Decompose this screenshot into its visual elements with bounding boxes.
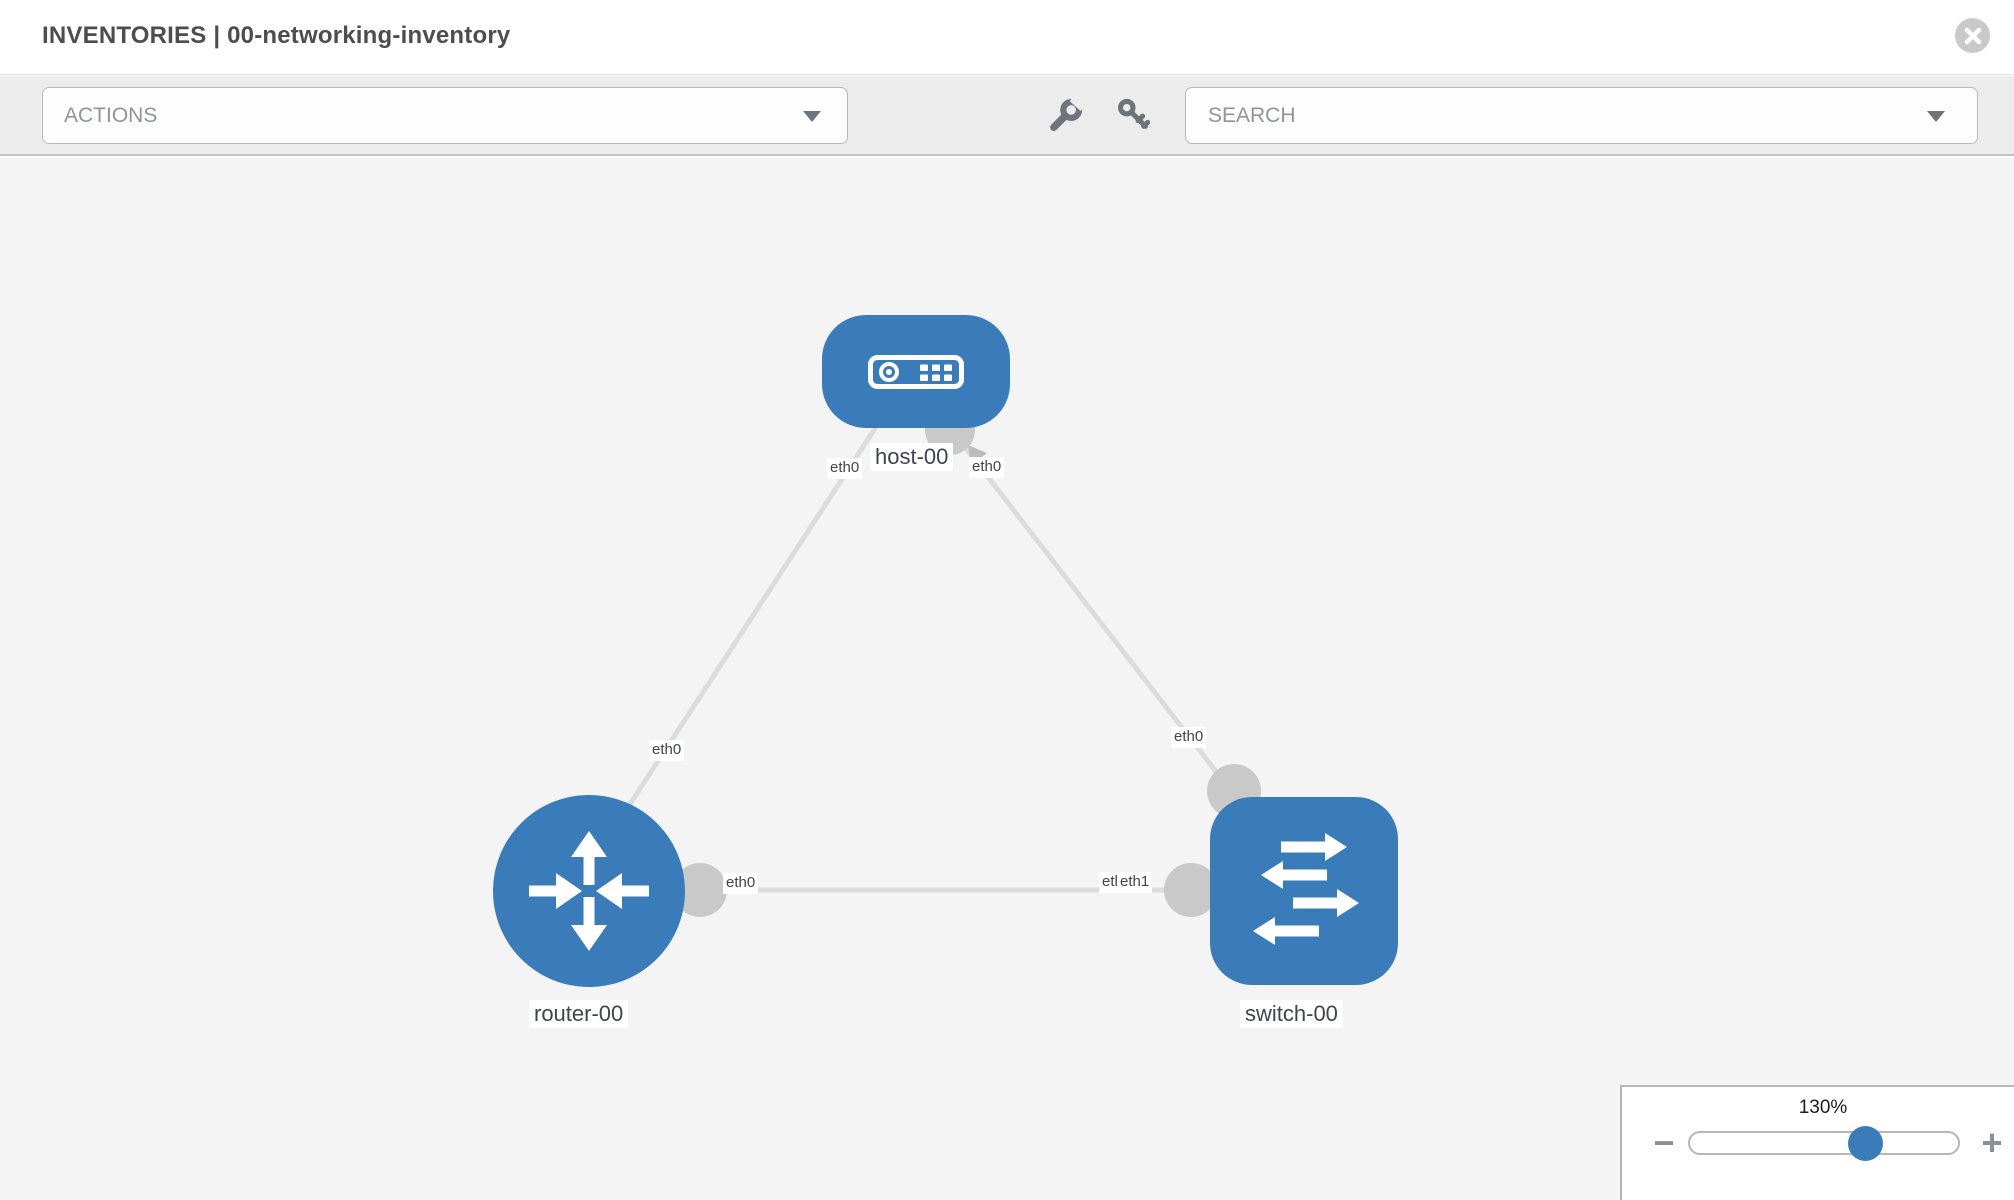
zoom-control-panel: 130% − + [1620, 1085, 2014, 1200]
node-router-00[interactable] [493, 795, 685, 987]
switch-icon [1253, 833, 1359, 945]
actions-dropdown[interactable]: ACTIONS [42, 87, 848, 144]
chevron-down-icon [1927, 111, 1945, 122]
if-label-router-switch-at-router: eth0 [723, 873, 759, 894]
key-button[interactable] [1111, 93, 1155, 137]
if-label-router-switch-at-switch: eth1 [1117, 872, 1153, 893]
actions-dropdown-label: ACTIONS [64, 103, 158, 127]
close-icon [1964, 27, 1981, 44]
wrench-icon [1050, 97, 1083, 132]
node-host-00[interactable] [822, 315, 1010, 428]
page-title: INVENTORIES | 00-networking-inventory [42, 22, 511, 49]
host-icon [868, 354, 964, 389]
node-label-switch: switch-00 [1240, 1000, 1343, 1029]
if-label-host-router-at-host: eth0 [827, 458, 863, 479]
search-dropdown[interactable]: SEARCH [1185, 87, 1978, 144]
link-host-router[interactable] [597, 422, 881, 852]
header: INVENTORIES | 00-networking-inventory [0, 0, 2014, 75]
link-layer [597, 405, 1261, 917]
node-label-router: router-00 [529, 1000, 629, 1029]
topology-canvas: host-00 router-00 switch-00 eth0 eth0 et… [0, 158, 2014, 1200]
node-switch-00[interactable] [1210, 797, 1398, 985]
if-label-host-switch-at-host: eth0 [969, 457, 1005, 478]
close-button[interactable] [1955, 18, 1990, 53]
search-placeholder: SEARCH [1208, 103, 1296, 127]
if-label-host-switch-at-switch: eth0 [1171, 727, 1207, 748]
toolbar: ACTIONS SEARCH [0, 76, 2014, 156]
zoom-slider-track[interactable] [1688, 1131, 1960, 1155]
zoom-slider-handle[interactable] [1848, 1126, 1883, 1161]
zoom-in-button[interactable]: + [1981, 1122, 2003, 1163]
chevron-down-icon [803, 111, 821, 122]
zoom-level-value: 130% [1798, 1097, 1848, 1118]
node-label-host: host-00 [870, 443, 954, 472]
port-router-right[interactable] [673, 863, 727, 917]
router-icon [529, 831, 649, 951]
key-icon [1117, 98, 1150, 129]
if-label-host-router-at-router: eth0 [649, 740, 685, 761]
port-switch-left[interactable] [1164, 863, 1218, 917]
zoom-out-button[interactable]: − [1653, 1122, 1675, 1163]
tools-button[interactable] [1043, 93, 1087, 137]
